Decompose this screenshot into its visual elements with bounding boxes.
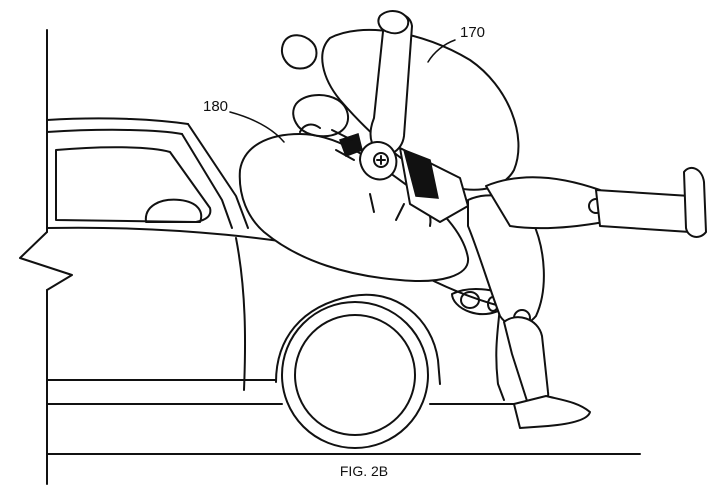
label-170: 170 bbox=[460, 24, 485, 41]
dummy-collar-detail bbox=[331, 129, 355, 161]
side-mirror bbox=[144, 198, 203, 223]
door-line bbox=[235, 237, 247, 391]
elbow-joint-cross bbox=[376, 155, 386, 165]
dummy-extended-foot bbox=[683, 166, 707, 238]
airbag-tether bbox=[369, 193, 375, 213]
figure-caption: FIG. 2B bbox=[340, 463, 388, 479]
vehicle bbox=[46, 117, 521, 449]
front-wheel-rim bbox=[294, 314, 416, 436]
headlight-lamp bbox=[460, 291, 480, 309]
pedestrian-dummy bbox=[280, 10, 707, 429]
dummy-extended-shin bbox=[595, 189, 700, 233]
a-pillar bbox=[181, 133, 233, 229]
roof-inner-line bbox=[46, 128, 183, 135]
dummy-collar-black bbox=[339, 133, 363, 157]
leader-line-170 bbox=[427, 39, 456, 63]
leader-line-180 bbox=[229, 111, 285, 143]
roof-line bbox=[46, 117, 189, 125]
airbag-cushion bbox=[238, 133, 470, 282]
dummy-shoulder bbox=[280, 34, 318, 70]
headlight bbox=[451, 288, 511, 316]
dummy-hand bbox=[377, 10, 410, 35]
front-tire bbox=[281, 301, 429, 449]
break-symbol bbox=[19, 231, 73, 291]
windshield bbox=[187, 123, 249, 229]
label-180: 180 bbox=[203, 98, 228, 115]
airbag-tether bbox=[395, 203, 405, 221]
dummy-belt-black bbox=[402, 148, 439, 199]
dummy-face-detail bbox=[299, 123, 321, 133]
reference-labels: 170 180 bbox=[203, 24, 485, 143]
dummy-foot bbox=[513, 395, 591, 429]
wheel-arch bbox=[275, 293, 441, 385]
dummy-shin bbox=[503, 316, 550, 408]
side-window bbox=[55, 146, 212, 223]
